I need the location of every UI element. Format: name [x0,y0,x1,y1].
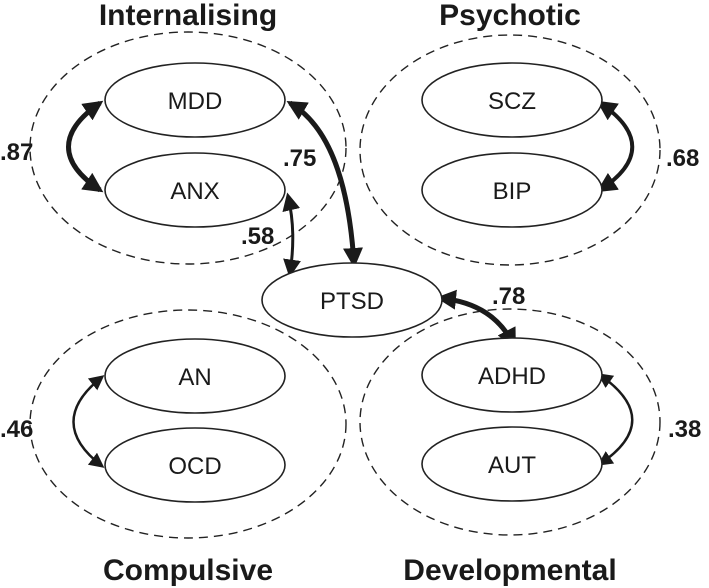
node-label-ocd: OCD [168,453,221,480]
edge-adhd-aut [597,373,634,466]
node-anx: ANX [104,152,286,228]
node-label-an: AN [178,364,211,391]
cluster-psychotic [359,34,661,266]
node-label-aut: AUT [488,452,536,479]
corr-label-adhd-aut: .38 [668,416,701,443]
node-ptsd: PTSD [261,262,443,338]
edge-an-ocd [72,375,105,468]
cluster-compulsive [29,309,347,539]
node-an: AN [104,338,286,414]
group-title-compulsive: Compulsive [103,554,273,587]
node-adhd: ADHD [421,337,603,413]
corr-label-mdd-ptsd: .75 [283,145,316,172]
node-label-bip: BIP [493,178,532,205]
corr-label-scz-bip: .68 [666,145,699,172]
corr-label-an-ocd: .46 [0,416,33,443]
edge-mdd-anx [66,100,104,193]
corr-label-mdd-anx: .87 [0,139,33,166]
node-label-mdd: MDD [168,88,223,115]
node-label-anx: ANX [170,178,219,205]
corr-label-anx-ptsd: .58 [241,223,274,250]
group-title-developmental: Developmental [403,554,616,587]
group-title-internalising: Internalising [99,0,277,32]
edge-anx-ptsd [282,192,301,278]
node-label-scz: SCZ [488,88,536,115]
node-bip: BIP [421,152,603,228]
group-title-psychotic: Psychotic [439,0,581,32]
node-scz: SCZ [421,62,603,138]
node-label-adhd: ADHD [478,363,546,390]
node-ocd: OCD [104,427,286,503]
edge-scz-bip [596,100,635,193]
edge-mdd-ptsd [286,100,363,268]
node-label-ptsd: PTSD [320,288,384,315]
corr-label-ptsd-adhd: .78 [492,283,525,310]
node-aut: AUT [421,426,603,502]
node-mdd: MDD [104,62,286,138]
